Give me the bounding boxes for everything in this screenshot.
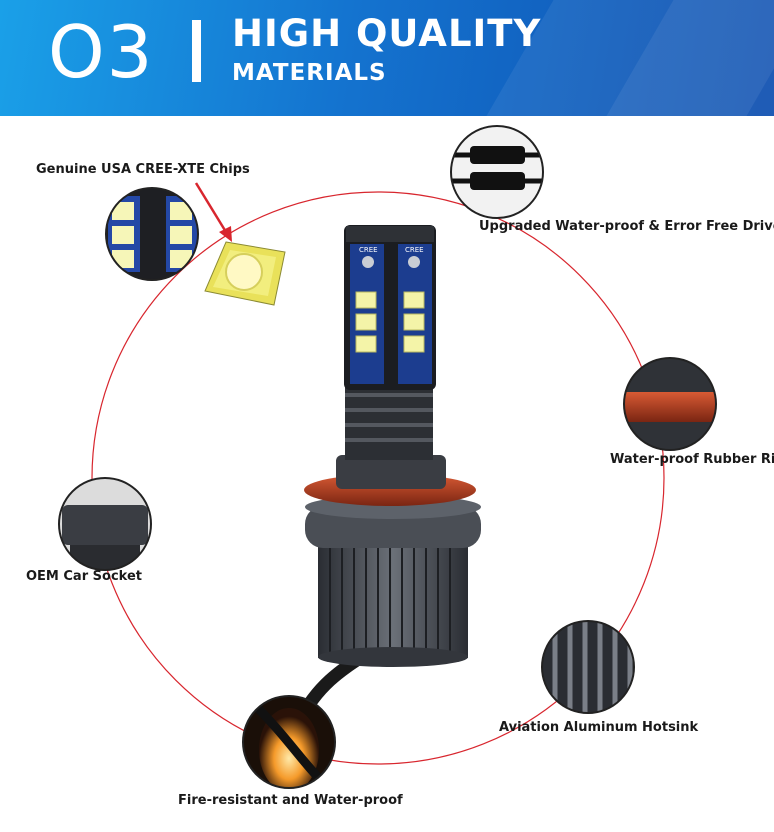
- led-head: CREE CREE: [344, 225, 436, 390]
- detail-chips: [105, 187, 199, 281]
- detail-ring: [623, 357, 717, 451]
- bulb-neck: [345, 385, 433, 460]
- label-fire: Fire-resistant and Water-proof: [178, 793, 403, 808]
- section-number: O3: [48, 10, 155, 94]
- detail-driver: [450, 125, 544, 219]
- header-banner: O3 HIGH QUALITY MATERIALS: [0, 0, 774, 116]
- label-chips: Genuine USA CREE-XTE Chips: [36, 162, 250, 177]
- section-subtitle: MATERIALS: [232, 60, 387, 86]
- callout-ring: [91, 191, 665, 765]
- heatsink: [318, 540, 468, 667]
- bulb-socket: [336, 455, 446, 489]
- chip-brand-label: CREE: [405, 246, 424, 254]
- label-driver: Upgraded Water-proof & Error Free Driver: [479, 219, 774, 234]
- chip-arrow: [194, 182, 228, 233]
- label-socket: OEM Car Socket: [26, 569, 142, 584]
- chip-brand-label: CREE: [359, 246, 378, 254]
- detail-socket: [58, 477, 152, 571]
- detail-fire: [242, 695, 336, 789]
- arrow-head-icon: [219, 226, 232, 242]
- label-hotsink: Aviation Aluminum Hotsink: [499, 720, 699, 735]
- led-chip: [204, 241, 286, 306]
- section-title: HIGH QUALITY: [232, 12, 542, 55]
- detail-hotsink: [541, 620, 635, 714]
- title-divider: [192, 20, 201, 82]
- label-ring: Water-proof Rubber Ring: [610, 452, 774, 467]
